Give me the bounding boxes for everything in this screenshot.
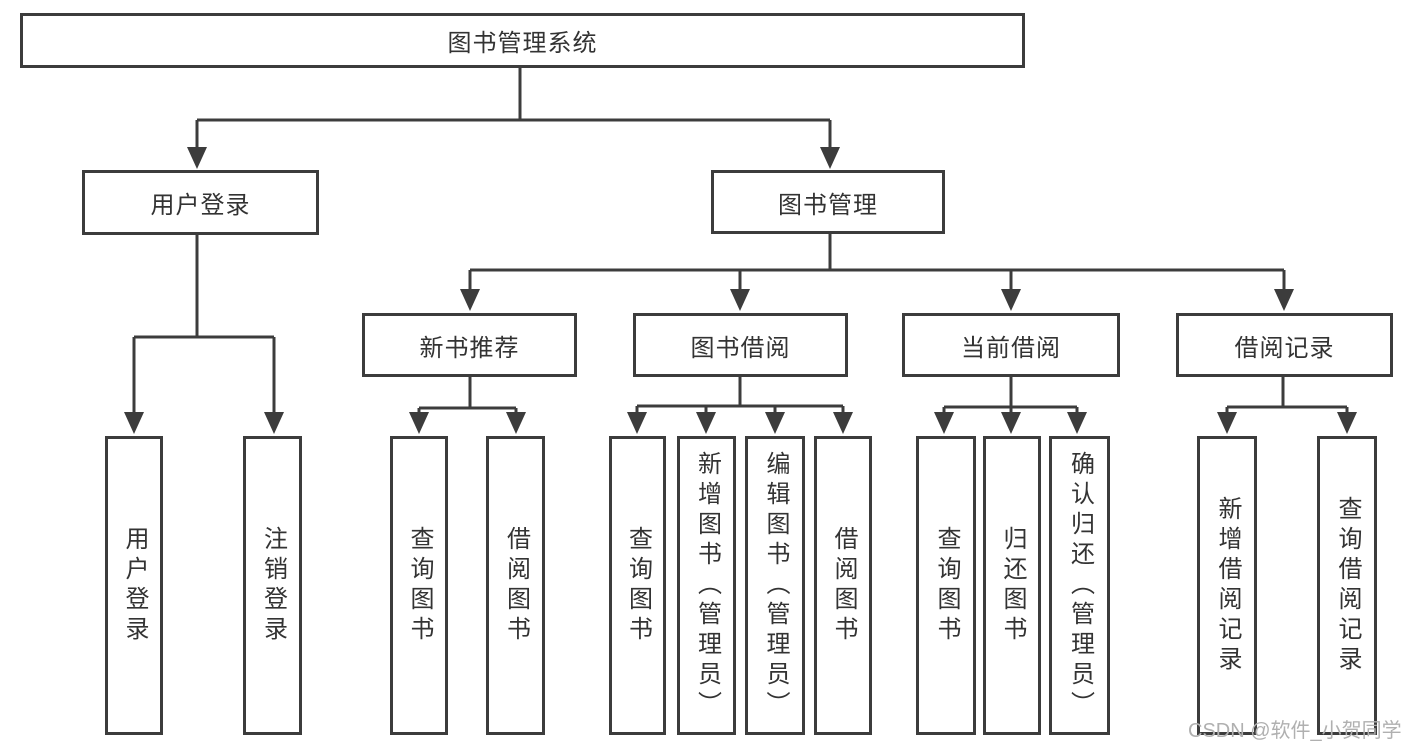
arrowhead-bb-query	[627, 412, 647, 434]
arrowhead-userlogin	[187, 147, 207, 169]
node-leaf-br-query-record: 查询借阅记录	[1317, 436, 1377, 735]
arrowhead-br-query	[1337, 412, 1357, 434]
node-leaf-nb-query-books-label: 查询图书	[406, 525, 433, 646]
node-leaf-cb-query-books: 查询图书	[916, 436, 976, 735]
node-leaf-logout-label: 注销登录	[259, 525, 287, 646]
node-user-login-label: 用户登录	[150, 192, 251, 219]
node-root: 图书管理系统	[20, 13, 1025, 68]
arrowhead-bb-edit	[765, 412, 785, 434]
node-leaf-cb-return-books: 归还图书	[983, 436, 1041, 735]
node-leaf-bb-add-books-admin: 新增图书（管理员）	[677, 436, 736, 735]
node-leaf-bb-query-books: 查询图书	[609, 436, 666, 735]
node-new-book-recommend-label: 新书推荐	[419, 334, 520, 362]
node-root-label: 图书管理系统	[447, 30, 598, 57]
node-leaf-logout: 注销登录	[243, 436, 302, 735]
node-leaf-bb-borrow-books: 借阅图书	[814, 436, 872, 735]
node-leaf-nb-borrow-books: 借阅图书	[486, 436, 545, 735]
node-book-borrowing-label: 图书借阅	[690, 334, 791, 362]
arrowhead-bookmgmt	[820, 147, 840, 169]
node-leaf-user-login-label: 用户登录	[121, 525, 148, 646]
node-leaf-bb-edit-books-admin: 编辑图书（管理员）	[745, 436, 805, 735]
node-user-login: 用户登录	[82, 170, 319, 235]
node-leaf-bb-borrow-books-label: 借阅图书	[830, 525, 857, 646]
arrowheads	[124, 147, 1357, 434]
node-leaf-br-query-record-label: 查询借阅记录	[1334, 495, 1361, 676]
node-leaf-br-add-record-label: 新增借阅记录	[1214, 495, 1241, 676]
node-leaf-cb-query-books-label: 查询图书	[933, 525, 960, 646]
csdn-watermark: CSDN @软件_小贺同学	[1188, 720, 1402, 742]
node-borrowing-records-label: 借阅记录	[1234, 334, 1335, 362]
node-leaf-bb-add-books-admin-label: 新增图书（管理员）	[693, 450, 721, 721]
node-leaf-nb-borrow-books-label: 借阅图书	[502, 525, 530, 646]
node-book-management: 图书管理	[711, 170, 945, 234]
node-leaf-bb-edit-books-admin-label: 编辑图书（管理员）	[762, 450, 789, 721]
arrowhead-cb-return	[1001, 412, 1021, 434]
node-current-borrowing: 当前借阅	[902, 313, 1120, 377]
node-new-book-recommend: 新书推荐	[362, 313, 577, 377]
arrowhead-nb-query	[409, 412, 429, 434]
node-borrowing-records: 借阅记录	[1176, 313, 1393, 377]
arrowhead-leaf-userlogin	[124, 412, 144, 434]
node-leaf-cb-return-books-label: 归还图书	[999, 525, 1026, 646]
node-book-borrowing: 图书借阅	[633, 313, 848, 377]
node-leaf-br-add-record: 新增借阅记录	[1197, 436, 1257, 735]
arrowhead-bb-add	[696, 412, 716, 434]
arrowhead-leaf-logout	[264, 412, 284, 434]
arrowhead-nb-borrow	[506, 412, 526, 434]
node-leaf-nb-query-books: 查询图书	[390, 436, 448, 735]
arrowhead-bb-borrow	[833, 412, 853, 434]
node-book-management-label: 图书管理	[778, 191, 878, 219]
arrowhead-borrow	[730, 289, 750, 311]
node-leaf-cb-confirm-return-admin: 确认归还（管理员）	[1049, 436, 1110, 735]
node-leaf-user-login: 用户登录	[105, 436, 163, 735]
node-current-borrowing-label: 当前借阅	[961, 334, 1061, 362]
arrowhead-records	[1274, 289, 1294, 311]
arrowhead-current	[1001, 289, 1021, 311]
node-leaf-bb-query-books-label: 查询图书	[624, 525, 652, 646]
arrowhead-cb-query	[934, 412, 954, 434]
node-leaf-cb-confirm-return-admin-label: 确认归还（管理员）	[1066, 450, 1094, 721]
arrowhead-br-add	[1217, 412, 1237, 434]
arrowhead-cb-confirm	[1067, 412, 1087, 434]
arrowhead-newbooks	[460, 289, 480, 311]
